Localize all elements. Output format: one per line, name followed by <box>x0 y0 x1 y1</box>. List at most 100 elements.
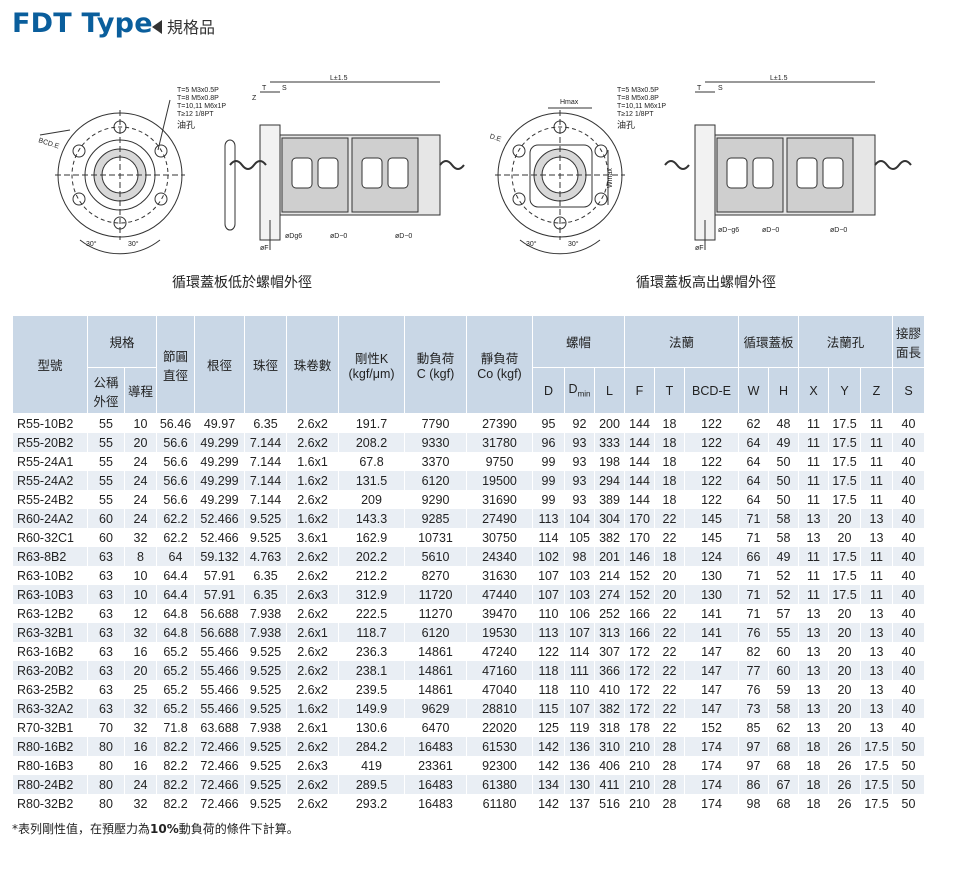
table-cell: 115 <box>532 699 565 718</box>
th-flange: 法蘭 <box>624 315 739 368</box>
table-cell: 64 <box>738 471 769 490</box>
table-cell: 143.3 <box>338 509 405 528</box>
th-ball-dia: 珠徑 <box>244 315 287 414</box>
table-cell: 147 <box>684 642 739 661</box>
table-cell: 58 <box>768 528 799 547</box>
table-cell: 10 <box>124 585 157 604</box>
table-cell: 56.6 <box>156 433 195 452</box>
table-cell: 9.525 <box>244 642 287 661</box>
table-cell: 200 <box>594 413 625 433</box>
table-cell: 304 <box>594 509 625 528</box>
table-cell: 71 <box>738 585 769 604</box>
table-cell: 122 <box>684 471 739 490</box>
table-cell: 39470 <box>466 604 533 623</box>
table-cell: 60 <box>87 528 125 547</box>
table-cell: 68 <box>768 737 799 756</box>
table-cell: 172 <box>624 699 655 718</box>
table-cell: 47160 <box>466 661 533 680</box>
th-dmin-sub: min <box>577 389 591 399</box>
table-cell: 63 <box>87 661 125 680</box>
table-cell: 55 <box>768 623 799 642</box>
table-cell: 107 <box>564 623 595 642</box>
subtitle-text: 規格品 <box>167 18 216 37</box>
table-cell: 56.6 <box>156 471 195 490</box>
table-cell: 13 <box>798 623 829 642</box>
table-cell: 52 <box>768 585 799 604</box>
table-cell: 103 <box>564 585 595 604</box>
table-cell: 58 <box>768 509 799 528</box>
table-cell: 40 <box>892 433 925 452</box>
table-cell: 11 <box>798 566 829 585</box>
table-cell: 49.299 <box>194 490 245 509</box>
thread-spec-3: T=10,11 M6x1P <box>177 103 226 110</box>
table-cell: 93 <box>564 471 595 490</box>
table-cell: 9.525 <box>244 794 287 813</box>
table-cell: 142 <box>532 794 565 813</box>
table-cell: 7.144 <box>244 433 287 452</box>
table-cell: 16 <box>124 737 157 756</box>
table-cell: 40 <box>892 718 925 737</box>
table-cell: 131.5 <box>338 471 405 490</box>
table-cell: 47440 <box>466 585 533 604</box>
table-cell: R80-16B3 <box>12 756 88 775</box>
table-cell: 60 <box>768 642 799 661</box>
table-cell: 57.91 <box>194 585 245 604</box>
table-cell: 9629 <box>404 699 467 718</box>
table-cell: 13 <box>798 661 829 680</box>
table-cell: 24 <box>124 775 157 794</box>
th-z: Z <box>860 367 893 414</box>
table-cell: 17.5 <box>828 566 861 585</box>
table-cell: 9.525 <box>244 509 287 528</box>
table-cell: 13 <box>798 718 829 737</box>
table-cell: 114 <box>564 642 595 661</box>
table-cell: 13 <box>798 680 829 699</box>
table-cell: 210 <box>624 756 655 775</box>
table-cell: 2.6x2 <box>286 775 339 794</box>
table-cell: 13 <box>860 623 893 642</box>
table-cell: 52.466 <box>194 509 245 528</box>
table-cell: 16483 <box>404 737 467 756</box>
table-cell: 22 <box>654 642 685 661</box>
table-cell: 32 <box>124 699 157 718</box>
table-cell: 141 <box>684 604 739 623</box>
table-cell: 20 <box>828 509 861 528</box>
table-cell: 7.938 <box>244 604 287 623</box>
table-cell: 236.3 <box>338 642 405 661</box>
table-cell: 284.2 <box>338 737 405 756</box>
table-cell: 63 <box>87 585 125 604</box>
th-d: D <box>532 367 565 414</box>
table-cell: 18 <box>654 471 685 490</box>
footnote-prefix: *表列剛性值，在預壓力為 <box>12 822 151 836</box>
table-cell: 366 <box>594 661 625 680</box>
th-w: W <box>738 367 769 414</box>
table-cell: 22 <box>654 509 685 528</box>
table-cell: 20 <box>654 566 685 585</box>
table-cell: R63-32A2 <box>12 699 88 718</box>
table-cell: 50 <box>892 775 925 794</box>
table-cell: 9.525 <box>244 699 287 718</box>
table-cell: 72.466 <box>194 756 245 775</box>
table-cell: 18 <box>654 490 685 509</box>
table-cell: 7.938 <box>244 718 287 737</box>
drawing-high-cover: BCD.E 30° 30° Hmax Wmax T=5 M3x0.5P T=8 … <box>490 75 912 255</box>
table-cell: 17.5 <box>828 433 861 452</box>
angle-label-1: 30° <box>86 240 97 248</box>
table-cell: 17.5 <box>860 775 893 794</box>
table-cell: 55 <box>87 413 125 433</box>
table-cell: 55 <box>87 471 125 490</box>
table-cell: 30750 <box>466 528 533 547</box>
thread-spec-r2: T=8 M5x0.8P <box>617 95 659 102</box>
table-cell: 68 <box>768 794 799 813</box>
table-cell: 18 <box>654 452 685 471</box>
table-cell: 61530 <box>466 737 533 756</box>
table-cell: 198 <box>594 452 625 471</box>
table-cell: 9285 <box>404 509 467 528</box>
table-cell: 3.6x1 <box>286 528 339 547</box>
table-cell: 99 <box>532 490 565 509</box>
table-cell: 18 <box>654 547 685 566</box>
table-cell: 99 <box>532 452 565 471</box>
table-cell: 214 <box>594 566 625 585</box>
table-cell: 118.7 <box>338 623 405 642</box>
